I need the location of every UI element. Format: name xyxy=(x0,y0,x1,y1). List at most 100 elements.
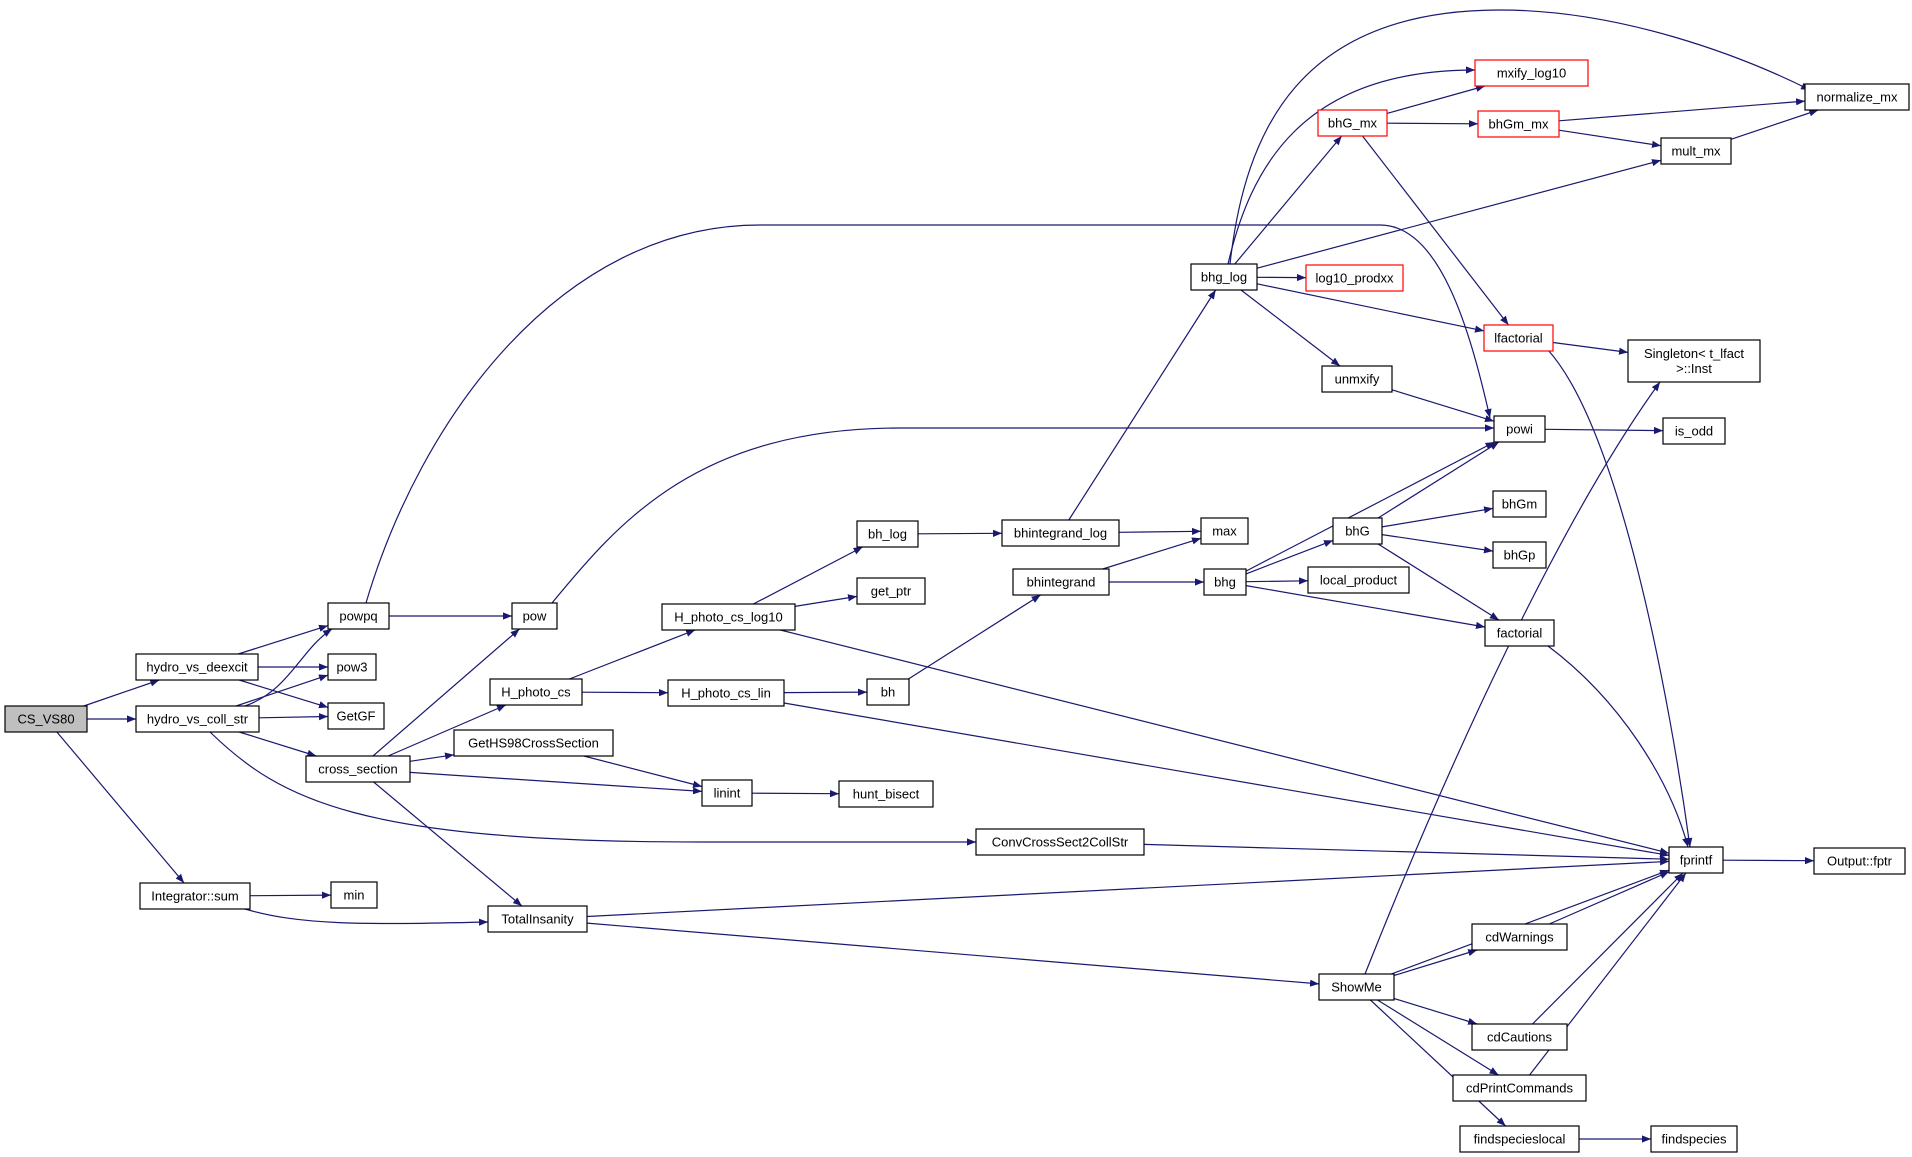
node-lfactorial[interactable]: lfactorial xyxy=(1483,324,1554,352)
node-min[interactable]: min xyxy=(330,881,378,909)
node-cross_section[interactable]: cross_section xyxy=(305,755,411,783)
node-label: bhGm xyxy=(1502,497,1537,512)
edge-totalinsanity-to-fprintf xyxy=(586,858,1670,918)
node-convcross[interactable]: ConvCrossSect2CollStr xyxy=(975,828,1145,856)
node-label: H_photo_cs xyxy=(501,685,571,700)
node-linint[interactable]: linint xyxy=(701,779,753,807)
node-geths98[interactable]: GetHS98CrossSection xyxy=(453,729,614,757)
node-max[interactable]: max xyxy=(1200,517,1249,545)
node-bh_log[interactable]: bh_log xyxy=(856,520,919,548)
node-box xyxy=(1474,59,1589,87)
edge-hydro_vs_coll_str-to-getgf xyxy=(258,713,329,721)
node-pow3[interactable]: pow3 xyxy=(327,653,377,681)
node-unmxify[interactable]: unmxify xyxy=(1321,365,1393,393)
node-pow[interactable]: pow xyxy=(511,602,558,630)
edge-line xyxy=(1558,129,1662,148)
node-bhG[interactable]: bhG xyxy=(1332,517,1383,545)
edge-line xyxy=(1391,389,1495,422)
edge-line xyxy=(794,594,858,607)
node-output_fptr[interactable]: Output::fptr xyxy=(1813,847,1906,875)
edge-line xyxy=(365,224,1492,604)
node-get_ptr[interactable]: get_ptr xyxy=(856,577,926,605)
node-h_photo_cs[interactable]: H_photo_cs xyxy=(489,678,583,706)
node-box xyxy=(975,828,1145,856)
node-getgf[interactable]: GetGF xyxy=(327,702,385,730)
edge-bhg-to-factorial xyxy=(1245,585,1486,630)
node-bhintegrand[interactable]: bhintegrand xyxy=(1012,568,1110,596)
node-hydro_vs_deexcit[interactable]: hydro_vs_deexcit xyxy=(135,653,259,681)
node-hunt_bisect[interactable]: hunt_bisect xyxy=(838,780,934,808)
node-mult_mx[interactable]: mult_mx xyxy=(1660,137,1732,165)
edge-factorial-to-fprintf xyxy=(1547,645,1690,848)
node-label: bhg xyxy=(1214,575,1236,590)
node-powi[interactable]: powi xyxy=(1493,415,1546,443)
node-box xyxy=(1483,324,1554,352)
node-mxify_log10[interactable]: mxify_log10 xyxy=(1474,59,1589,87)
edge-h_photo_cs_log10-to-fprintf xyxy=(780,629,1670,855)
nodes-layer: CS_VS80 hydro_vs_deexcit hydro_vs_coll_str… xyxy=(4,59,1910,1153)
edge-line xyxy=(586,922,1320,987)
edge-line xyxy=(235,674,329,707)
node-box xyxy=(1332,517,1383,545)
edge-line xyxy=(56,731,185,884)
edge-h_photo_cs-to-h_photo_cs_lin xyxy=(581,689,669,697)
node-box xyxy=(489,678,583,706)
node-cdwarnings[interactable]: cdWarnings xyxy=(1471,923,1568,951)
edge-showme-to-cdprintcommands xyxy=(1377,999,1499,1076)
edge-line xyxy=(1386,120,1479,128)
node-is_odd[interactable]: is_odd xyxy=(1662,417,1726,445)
node-cdprintcommands[interactable]: cdPrintCommands xyxy=(1452,1074,1587,1102)
edge-cross_section-to-linint xyxy=(409,771,703,795)
node-box xyxy=(1650,1125,1738,1153)
node-bhgm_mx[interactable]: bhGm_mx xyxy=(1477,110,1560,138)
node-factorial[interactable]: factorial xyxy=(1484,619,1555,647)
node-box xyxy=(1492,490,1547,518)
node-local_product[interactable]: local_product xyxy=(1307,566,1410,594)
node-bhg_mx[interactable]: bhG_mx xyxy=(1317,109,1388,137)
node-singleton[interactable]: Singleton< t_lfact>::Inst xyxy=(1627,339,1761,383)
edge-hydro_vs_coll_str-to-cross_section xyxy=(239,731,317,757)
node-log10_prodxx[interactable]: log10_prodxx xyxy=(1305,264,1404,292)
node-box xyxy=(1484,619,1555,647)
edge-line xyxy=(1234,135,1343,265)
node-h_photo_cs_log10[interactable]: H_photo_cs_log10 xyxy=(661,603,796,631)
node-fprintf[interactable]: fprintf xyxy=(1668,846,1724,874)
node-totalinsanity[interactable]: TotalInsanity xyxy=(487,905,588,933)
node-cs_vs80[interactable]: CS_VS80 xyxy=(4,705,88,733)
node-label: bhG xyxy=(1345,524,1370,539)
edge-fprintf-to-output_fptr xyxy=(1722,857,1815,865)
edge-line xyxy=(780,629,1670,855)
edge-bhg_log-to-bhg_mx xyxy=(1234,135,1343,265)
node-cdcautions[interactable]: cdCautions xyxy=(1471,1023,1568,1051)
node-normalize_mx[interactable]: normalize_mx xyxy=(1804,83,1910,111)
node-label: TotalInsanity xyxy=(501,912,574,927)
node-label: log10_prodxx xyxy=(1315,271,1394,286)
node-label: Output::fptr xyxy=(1827,854,1893,869)
node-bhintegrand_log[interactable]: bhintegrand_log xyxy=(1001,519,1120,547)
edge-cross_section-to-totalinsanity xyxy=(373,781,523,907)
node-h_photo_cs_lin[interactable]: H_photo_cs_lin xyxy=(667,679,785,707)
node-box xyxy=(1317,109,1388,137)
node-bhg[interactable]: bhg xyxy=(1203,568,1247,596)
node-box xyxy=(1001,519,1120,547)
edge-line xyxy=(83,679,160,707)
node-integrator_sum[interactable]: Integrator::sum xyxy=(139,882,251,910)
edge-line xyxy=(1386,84,1486,114)
edge-line xyxy=(1547,645,1690,848)
node-bhg_log[interactable]: bhg_log xyxy=(1190,263,1258,291)
node-box xyxy=(330,881,378,909)
edge-h_photo_cs-to-h_photo_cs_log10 xyxy=(569,629,696,680)
node-bhgp[interactable]: bhGp xyxy=(1492,541,1547,569)
node-showme[interactable]: ShowMe xyxy=(1318,973,1395,1001)
node-bh[interactable]: bh xyxy=(866,678,910,706)
node-bhgm[interactable]: bhGm xyxy=(1492,490,1547,518)
edge-line xyxy=(1240,289,1341,367)
edge-line xyxy=(387,704,507,757)
edge-line xyxy=(583,755,703,788)
edge-bhg_log-to-mult_mx xyxy=(1256,159,1662,269)
node-powpq[interactable]: powpq xyxy=(327,602,390,630)
node-box xyxy=(1668,846,1724,874)
node-findspecies[interactable]: findspecies xyxy=(1650,1125,1738,1153)
node-hydro_vs_coll_str[interactable]: hydro_vs_coll_str xyxy=(135,705,260,733)
node-findspecieslocal[interactable]: findspecieslocal xyxy=(1459,1125,1580,1153)
